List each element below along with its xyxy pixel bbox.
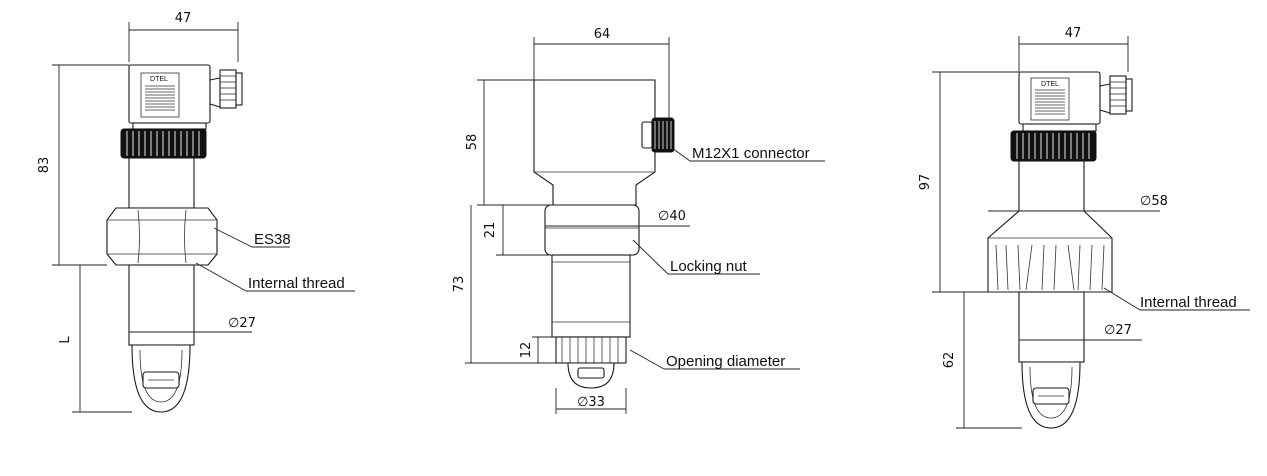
center-head-housing [533, 79, 656, 206]
center-nut-diameter-label: ∅40 [658, 209, 686, 224]
center-lower-body [551, 254, 631, 338]
right-width-label: 47 [1065, 26, 1082, 41]
right-diameter-label: ∅27 [1104, 323, 1132, 338]
center-width-label: 64 [594, 27, 611, 42]
center-sensor-drawing: 64 M12X1 connector 58 21 [452, 27, 825, 414]
right-sensor-drawing: 47 DTEL [918, 26, 1250, 429]
left-width-label: 47 [175, 11, 192, 26]
left-diameter-label: ∅27 [228, 316, 256, 331]
center-tip-height-label: 12 [519, 342, 534, 359]
center-head-height-label: 58 [465, 134, 480, 151]
right-thread-label: Internal thread [1140, 294, 1237, 311]
center-tip-diameter-label: ∅33 [577, 395, 605, 410]
left-sensor-drawing: 47 DTEL [37, 11, 355, 413]
right-height-label: 97 [918, 174, 933, 191]
center-opening-label: Opening diameter [666, 353, 785, 370]
left-hex-nut [106, 207, 218, 266]
center-locking-nut-label: Locking nut [670, 258, 748, 275]
left-height-label: 83 [37, 157, 52, 174]
right-flange-diameter-label: ∅58 [1140, 194, 1168, 209]
center-locking-nut [544, 204, 640, 256]
center-connector-label: M12X1 connector [692, 145, 810, 162]
right-lower-tube [1018, 291, 1085, 363]
left-thread-label: Internal thread [248, 275, 345, 292]
left-lower-tube [128, 264, 195, 346]
left-length-label: L [58, 336, 73, 344]
svg-text:DTEL: DTEL [1041, 81, 1059, 88]
left-body-tube [128, 157, 195, 209]
right-label-plate [1030, 77, 1070, 121]
left-hex-label: ES38 [254, 231, 291, 248]
left-label-plate [140, 72, 180, 118]
center-lower-height-label: 73 [452, 276, 467, 293]
center-nut-height-label: 21 [483, 222, 498, 239]
svg-text:DTEL: DTEL [150, 76, 168, 83]
right-body-tube [1018, 160, 1085, 212]
right-lower-length-label: 62 [942, 352, 957, 369]
